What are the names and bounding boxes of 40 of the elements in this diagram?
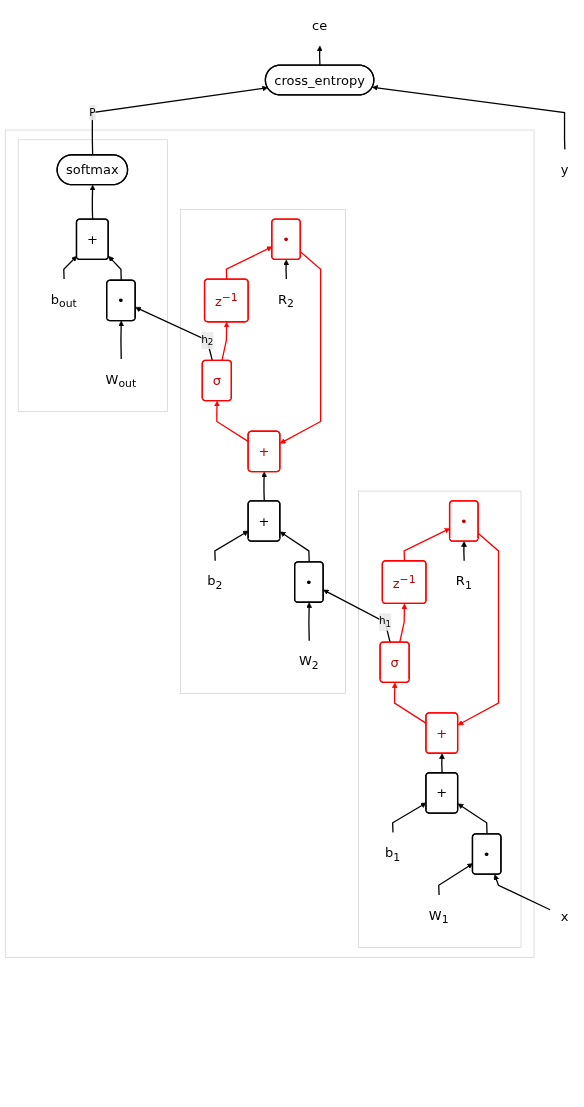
node-text: ce [312,17,328,34]
node-text: R$_{2}$ [278,291,294,310]
arrow [118,320,124,361]
edge-label: P [89,105,96,119]
arrow [323,589,391,643]
arrow [306,602,312,642]
arrow [214,530,249,562]
node-text: b$_{out}$ [50,291,77,310]
node-text: W$_{1}$ [428,907,449,926]
arrow [316,45,323,66]
node-text: b$_{1}$ [385,844,401,864]
arrow [283,259,290,280]
cluster [17,139,168,413]
arrow [457,803,488,835]
arrow [399,603,408,643]
arrow [372,85,566,151]
node-text: R$_{1}$ [455,572,472,592]
arrow [89,184,96,221]
arrow [108,255,122,282]
arrow [279,531,310,563]
cluster [358,490,522,948]
arrow [261,471,267,502]
edge-label: h$_{1}$ [379,614,392,630]
arrow [63,255,78,280]
arrow [221,321,230,362]
arrow [135,306,213,362]
edge-label: h$_{2}$ [201,332,214,348]
arrow [91,85,268,156]
arrow [439,753,445,774]
cluster [180,209,346,694]
node-text: x [560,908,569,925]
arrow [279,251,322,444]
arrow [493,874,552,911]
node-text: b$_{2}$ [207,572,223,592]
node-text: W$_{2}$ [299,653,319,672]
arrow [457,532,500,726]
node-text: y [560,161,569,178]
cluster [4,129,535,958]
arrow [461,541,467,562]
node-text: W$_{out}$ [105,371,137,390]
